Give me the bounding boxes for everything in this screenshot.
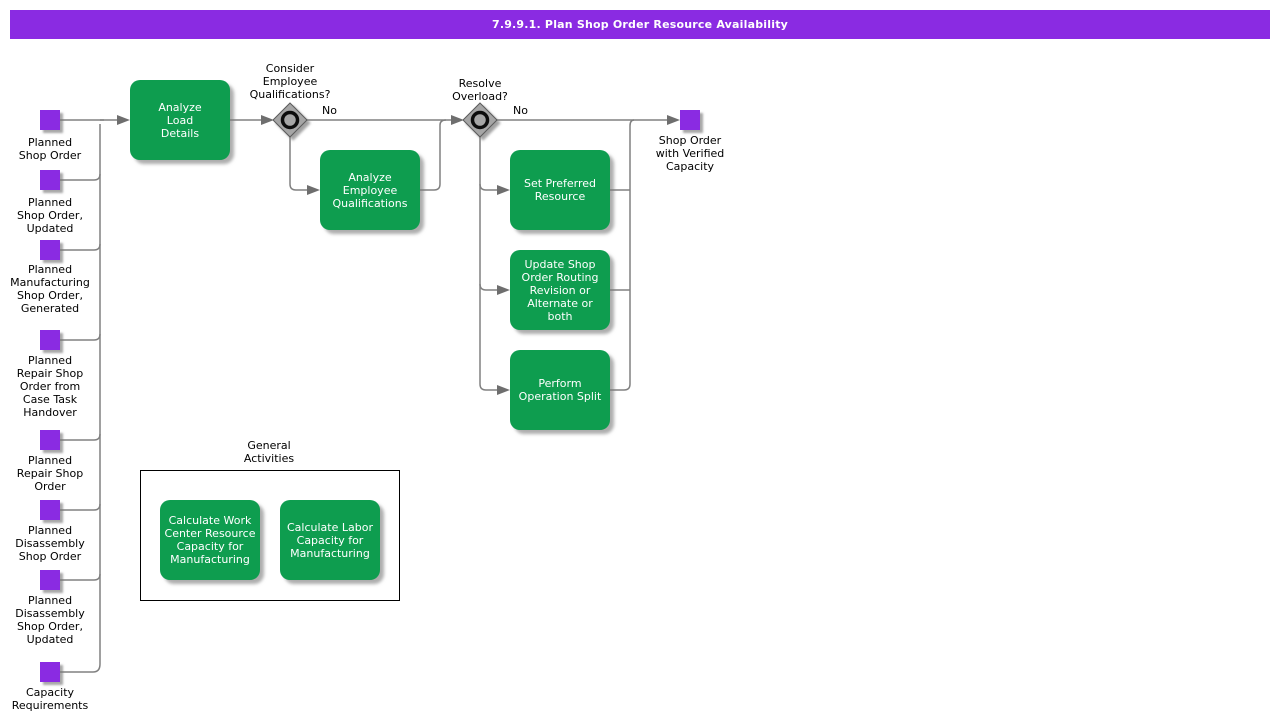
output-artifact-shop-order-with-verified-capacity[interactable] bbox=[680, 110, 700, 130]
input-label: Planned Shop Order, Updated bbox=[17, 196, 83, 235]
input-artifact-planned-shop-order[interactable] bbox=[40, 110, 60, 130]
flow-aeq-merge-up bbox=[420, 119, 447, 191]
gateway-question-label: Consider Employee Qualifications? bbox=[249, 62, 331, 101]
arrowhead bbox=[307, 185, 320, 195]
arrowhead bbox=[667, 115, 680, 125]
activity-label: Calculate Work Center Resource Capacity … bbox=[164, 514, 256, 566]
input-stub-6 bbox=[60, 503, 101, 511]
input-bus-line bbox=[60, 124, 101, 673]
arrowhead bbox=[117, 115, 130, 125]
activity-set-preferred-resource[interactable]: Set Preferred Resource bbox=[510, 150, 610, 230]
input-artifact-planned-shop-order-updated[interactable] bbox=[40, 170, 60, 190]
activity-calculate-labor-capacity[interactable]: Calculate Labor Capacity for Manufacturi… bbox=[280, 500, 380, 580]
input-artifact-planned-disassembly-shop-order[interactable] bbox=[40, 500, 60, 520]
input-label: Planned Shop Order bbox=[18, 136, 82, 162]
input-label: Planned Repair Shop Order bbox=[16, 454, 84, 493]
input-label: Capacity Requirements bbox=[11, 686, 89, 712]
gateway-question-label: Resolve Overload? bbox=[452, 77, 508, 103]
flow-perform-split-out bbox=[610, 383, 631, 391]
input-artifact-planned-disassembly-shop-order-updated[interactable] bbox=[40, 570, 60, 590]
activity-label: Perform Operation Split bbox=[518, 377, 602, 403]
arrowhead bbox=[497, 185, 510, 195]
branch-label-no: No bbox=[322, 104, 337, 117]
input-stub-3 bbox=[60, 243, 101, 251]
arrowhead bbox=[497, 385, 510, 395]
input-label: Planned Repair Shop Order from Case Task… bbox=[16, 354, 84, 419]
activity-update-shop-order-routing[interactable]: Update Shop Order Routing Revision or Al… bbox=[510, 250, 610, 330]
flow-gw2-down bbox=[479, 136, 497, 391]
activity-analyze-load-details[interactable]: Analyze Load Details bbox=[130, 80, 230, 160]
activity-label: Analyze Load Details bbox=[158, 100, 202, 140]
output-label: Shop Order with Verified Capacity bbox=[655, 134, 725, 173]
input-stub-4 bbox=[60, 333, 101, 341]
diagram-title-bar: 7.9.9.1. Plan Shop Order Resource Availa… bbox=[10, 10, 1270, 39]
arrowhead bbox=[497, 285, 510, 295]
branch-label-no: No bbox=[513, 104, 528, 117]
activity-analyze-employee-qualifications[interactable]: Analyze Employee Qualifications bbox=[320, 150, 420, 230]
flow-branch-update-routing bbox=[479, 283, 497, 291]
diagram-title: 7.9.9.1. Plan Shop Order Resource Availa… bbox=[491, 18, 789, 31]
activity-label: Analyze Employee Qualifications bbox=[332, 170, 408, 210]
gateway-resolve-overload bbox=[462, 102, 498, 138]
flow-gw1-down bbox=[289, 136, 307, 191]
input-stub-7 bbox=[60, 573, 101, 581]
gateway-consider-employee-qualifications bbox=[272, 102, 308, 138]
activity-perform-operation-split[interactable]: Perform Operation Split bbox=[510, 350, 610, 430]
input-artifact-planned-manufacturing-shop-order-generated[interactable] bbox=[40, 240, 60, 260]
arrowhead bbox=[261, 115, 274, 125]
activity-calculate-work-center-resource-capacity[interactable]: Calculate Work Center Resource Capacity … bbox=[160, 500, 260, 580]
input-artifact-planned-repair-shop-order-from-case-task-handover[interactable] bbox=[40, 330, 60, 350]
input-stub-5 bbox=[60, 433, 101, 441]
general-activities-group-label: General Activities bbox=[243, 439, 295, 465]
input-artifact-planned-repair-shop-order[interactable] bbox=[40, 430, 60, 450]
input-label: Planned Disassembly Shop Order, Updated bbox=[15, 594, 85, 646]
flow-merge-right-vertical bbox=[629, 119, 635, 384]
input-label: Planned Manufacturing Shop Order, Genera… bbox=[10, 263, 90, 315]
flow-branch-set-preferred bbox=[479, 183, 497, 191]
activity-label: Set Preferred Resource bbox=[523, 177, 597, 203]
input-stub-2 bbox=[60, 173, 101, 181]
activity-label: Update Shop Order Routing Revision or Al… bbox=[521, 257, 599, 323]
arrowhead bbox=[451, 115, 464, 125]
input-label: Planned Disassembly Shop Order bbox=[15, 524, 85, 563]
activity-label: Calculate Labor Capacity for Manufacturi… bbox=[287, 520, 373, 560]
input-artifact-capacity-requirements[interactable] bbox=[40, 662, 60, 682]
